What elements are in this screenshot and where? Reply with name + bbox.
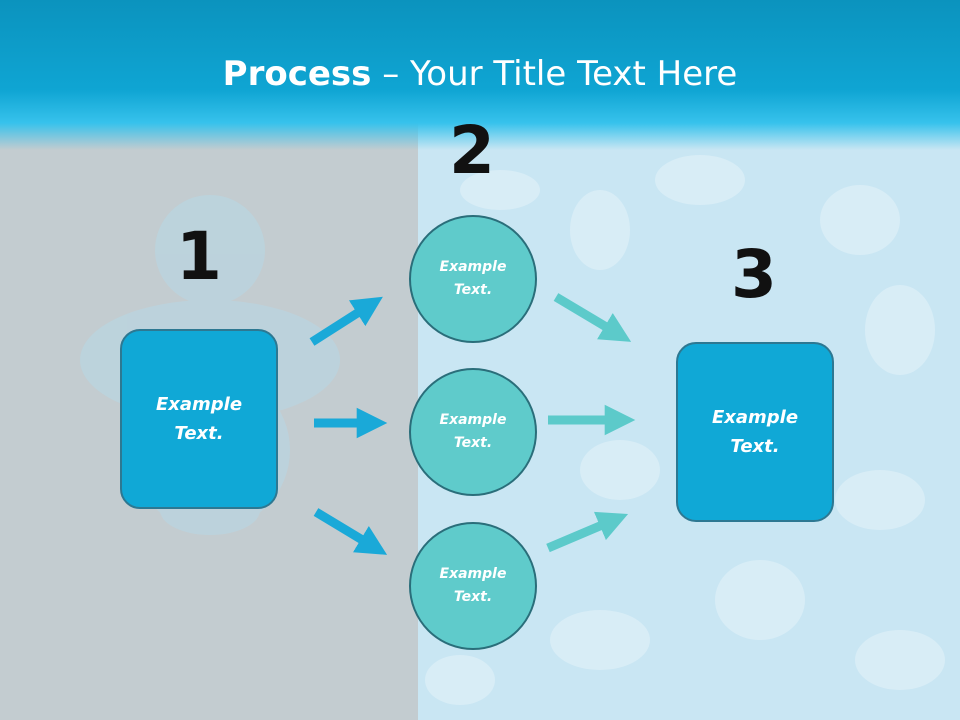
title-bar bbox=[0, 0, 960, 150]
arrow-top-to-right-box bbox=[553, 293, 632, 342]
left-box-label: Example Text. bbox=[155, 394, 243, 444]
circle-label-middle: Example Text. bbox=[439, 412, 507, 451]
left-process-box[interactable]: Example Text. bbox=[120, 329, 278, 509]
arrow-to-top-circle bbox=[309, 296, 383, 346]
circle-node-bottom[interactable]: Example Text. bbox=[409, 522, 537, 650]
step-number-2: 2 bbox=[449, 112, 495, 189]
title-bold: Process bbox=[222, 54, 372, 94]
slide-title: Process – Your Title Text Here bbox=[0, 52, 960, 96]
damask-ornament-right bbox=[425, 155, 945, 705]
circle-label-top: Example Text. bbox=[439, 259, 507, 298]
right-box-label: Example Text. bbox=[711, 407, 799, 457]
arrow-bottom-to-right-box bbox=[546, 511, 629, 553]
step-number-3: 3 bbox=[731, 236, 777, 313]
step-number-1: 1 bbox=[176, 218, 222, 295]
title-rest: Your Title Text Here bbox=[410, 54, 738, 94]
arrow-to-bottom-circle bbox=[313, 508, 388, 555]
title-separator: – bbox=[371, 54, 411, 94]
circle-node-middle[interactable]: Example Text. bbox=[409, 368, 537, 496]
circle-node-top[interactable]: Example Text. bbox=[409, 215, 537, 343]
right-process-box[interactable]: Example Text. bbox=[676, 342, 834, 522]
circle-label-bottom: Example Text. bbox=[439, 566, 507, 605]
